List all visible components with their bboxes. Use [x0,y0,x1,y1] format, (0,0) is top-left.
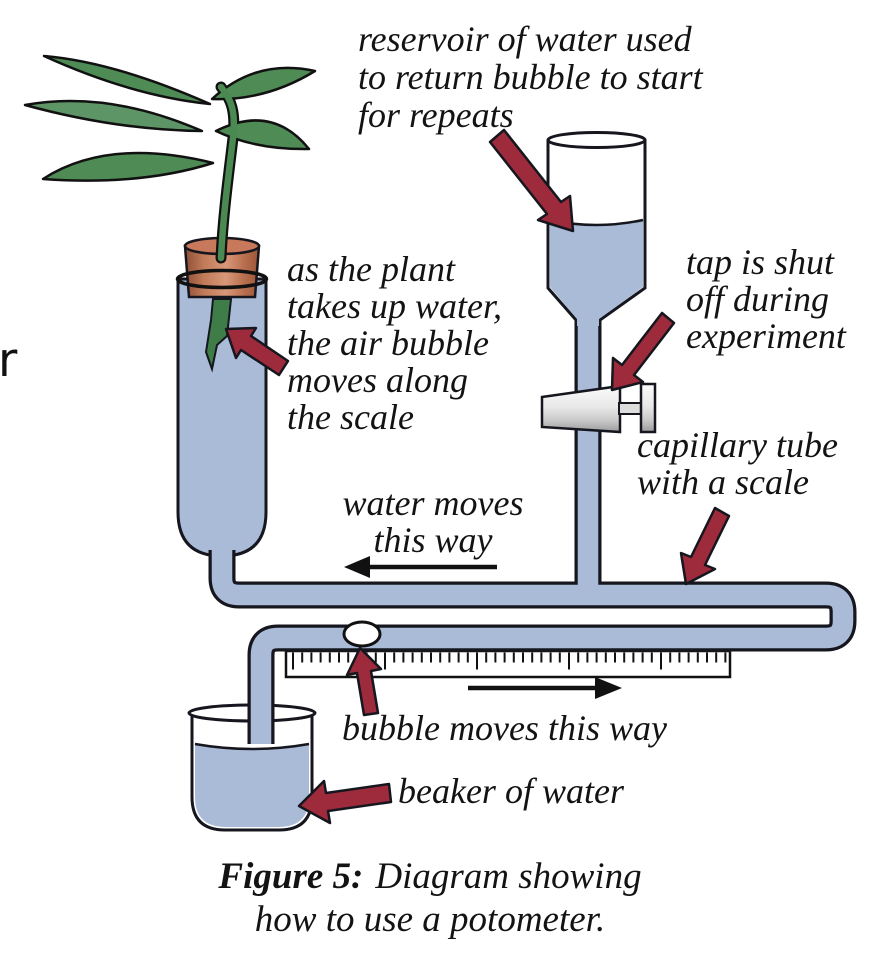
reservoir-label-line: reservoir of water used [358,19,692,59]
leaf-mid-right [214,119,311,151]
water-moves-label: water moves this way [333,485,533,559]
ruler-ticks [292,652,727,670]
figure-caption: Figure 5: Diagram showing how to use a po… [120,855,740,941]
water-arrow-head [344,556,370,578]
capillary-label: capillary tube with a scale [637,427,838,501]
tap-handle [639,382,657,434]
bubble-moves-label: bubble moves this way [342,708,667,748]
beaker-water-surface [194,742,310,751]
plant-label: as the plant takes up water, the air bub… [287,251,502,436]
air-bubble [342,620,382,648]
tube-rim-ring [175,268,269,290]
tap-callout-arrow [610,311,676,392]
tap-label-line: off during [686,279,830,319]
plant-label-line: takes up water, [287,286,502,326]
cropped-edge-text: r [0,333,18,388]
tap-label-line: experiment [686,316,846,356]
reservoir-label: reservoir of water used to return bubble… [358,20,703,134]
plant-label-line: as the plant [287,249,455,289]
tap-label: tap is shut off during experiment [686,244,846,355]
water-direction-arrow [344,556,497,578]
tap-label-line: tap is shut [686,242,835,282]
bubble-direction-arrow [468,677,622,699]
tube-network [208,326,857,744]
reservoir [546,131,647,333]
caption-line-2: how to use a potometer. [254,899,606,940]
reservoir-label-line: for repeats [358,95,514,135]
leaf-upper-left [42,54,212,106]
tap [540,382,657,434]
stem-callout-arrow [224,326,290,377]
plant-label-line: moves along [287,360,468,400]
plant-label-line: the air bubble [287,323,489,363]
reservoir-water [550,220,643,329]
beaker-water [195,744,309,827]
reservoir-label-line: to return bubble to start [358,57,703,97]
beaker-callout-arrow [297,779,393,825]
caption-figure-number: Figure 5: [218,856,364,897]
caption-line-1: Figure 5: Diagram showing [120,855,740,898]
reservoir-callout-arrow [488,128,575,233]
leaf-mid-left [23,99,204,133]
callout-arrows [224,128,731,825]
tap-body [540,384,622,434]
water-moves-label-line: this way [373,520,493,560]
capillary-label-line: with a scale [637,462,809,502]
plant [23,54,317,264]
submerged-stem [204,298,233,373]
bubble-arrow-head [595,677,622,699]
tap-connector [618,402,644,415]
bubble-callout-arrow [345,646,383,717]
beaker-label: beaker of water [398,771,624,811]
stem-fill [217,83,238,262]
capillary-callout-arrow [679,506,731,586]
leaf-lower-left [41,151,215,182]
capillary-label-line: capillary tube [637,425,838,465]
leaf-upper-right [210,66,317,101]
caption-text: Diagram showing [375,856,642,897]
reservoir-rim [546,131,647,149]
water-moves-label-line: water moves [342,483,524,523]
tube-fill [211,550,854,744]
plant-label-line: the scale [287,397,414,437]
